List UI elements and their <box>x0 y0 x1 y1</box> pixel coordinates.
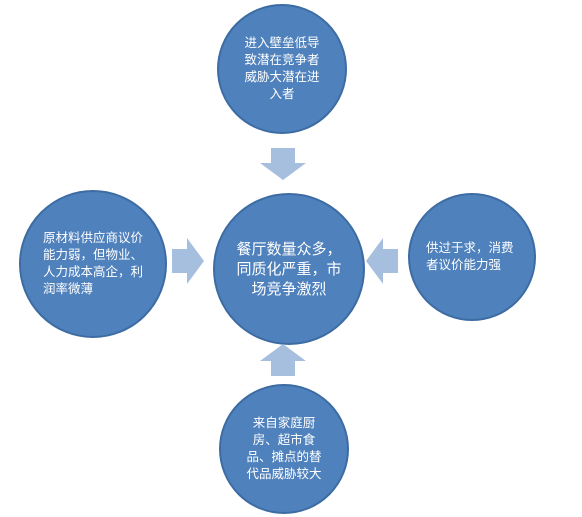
arrow-up-icon <box>260 344 306 376</box>
buyer-power-text: 供过于求，消费者议价能力强 <box>426 240 514 272</box>
supplier-power-circle: 原材料供应商议价能力弱，但物业、人力成本高企，利润率微薄 <box>19 190 167 338</box>
substitutes-circle: 来自家庭厨房、超市食品、摊点的替代品威胁较大 <box>219 384 349 514</box>
industry-rivalry-circle: 餐厅数量众多，同质化严重，市场竞争激烈 <box>213 193 365 345</box>
substitutes-text: 来自家庭厨房、超市食品、摊点的替代品威胁较大 <box>246 415 322 481</box>
supplier-power-text: 原材料供应商议价能力弱，但物业、人力成本高企，利润率微薄 <box>43 230 144 296</box>
industry-rivalry-text: 餐厅数量众多，同质化严重，市场竞争激烈 <box>236 239 342 299</box>
arrow-right-icon <box>172 238 204 284</box>
potential-entrants-circle: 进入壁垒低导致潜在竞争者威胁大潜在进入者 <box>217 4 347 134</box>
arrow-down-icon <box>260 148 306 180</box>
buyer-power-circle: 供过于求，消费者议价能力强 <box>408 193 536 321</box>
potential-entrants-text: 进入壁垒低导致潜在竞争者威胁大潜在进入者 <box>244 35 320 101</box>
arrow-left-icon <box>366 238 398 284</box>
